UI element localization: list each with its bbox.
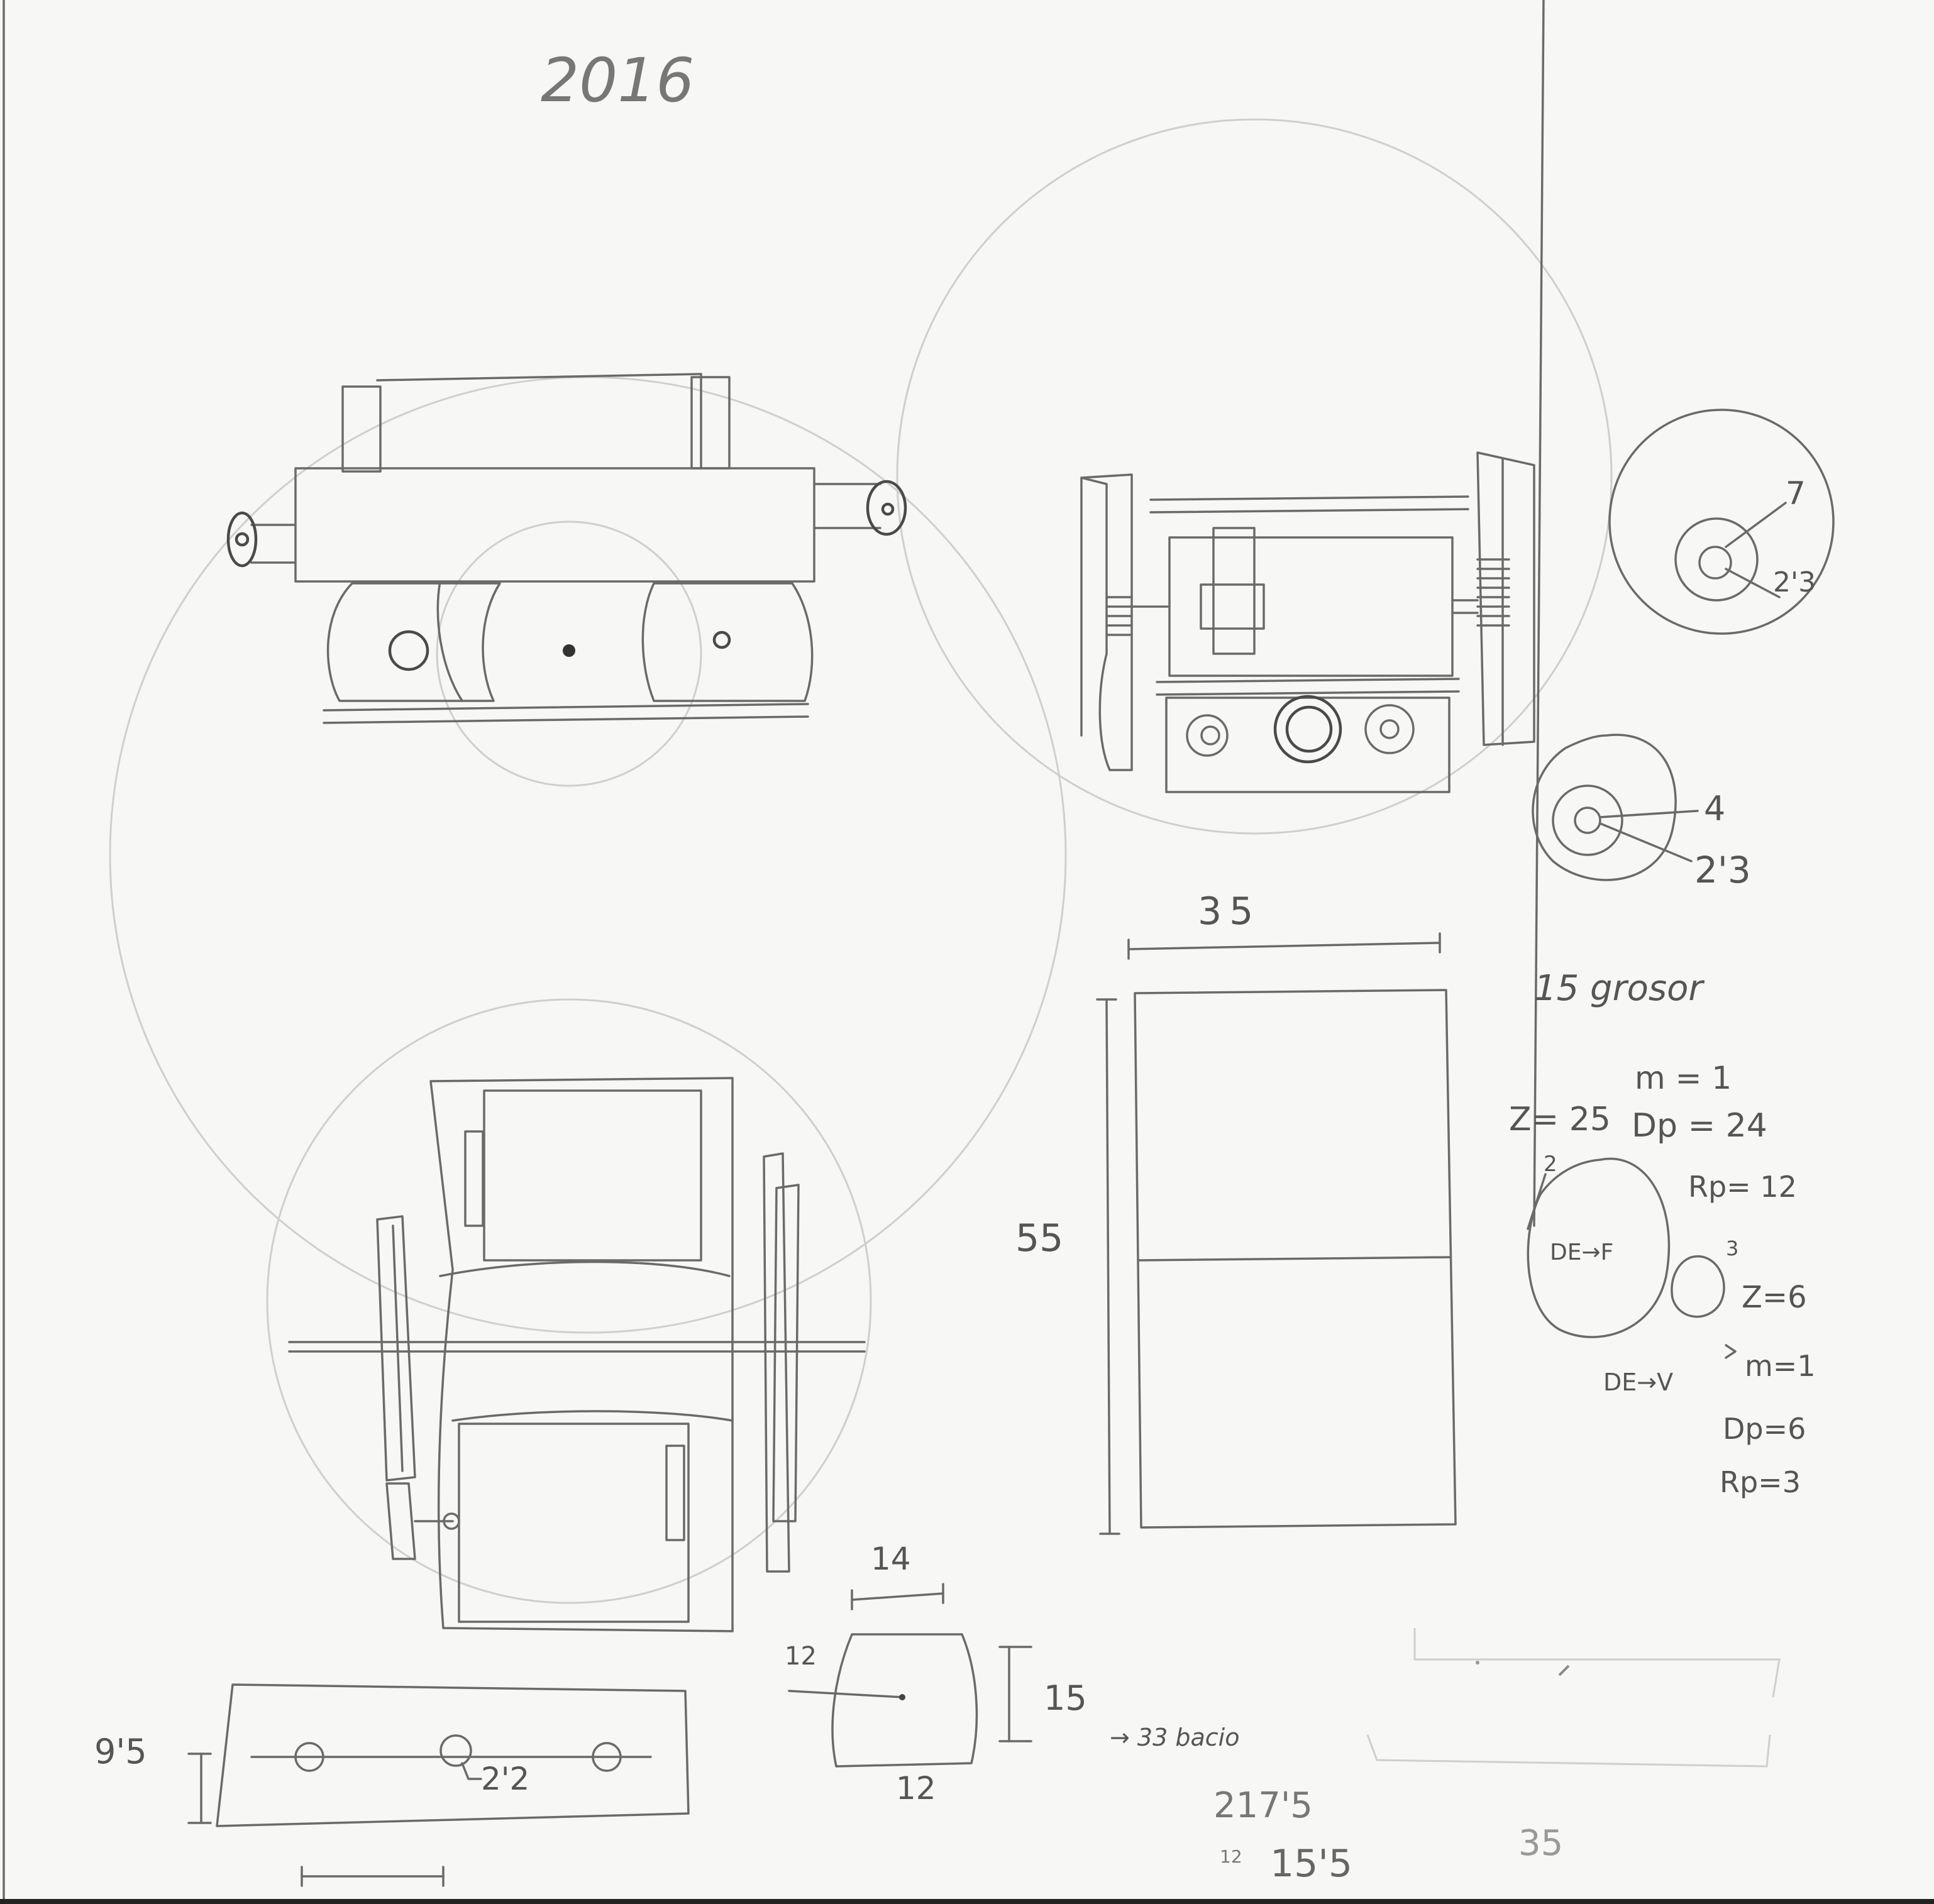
- wheel-note: → 33 bacio: [1110, 1724, 1240, 1751]
- plate-height-label: 55: [1015, 1216, 1064, 1260]
- side-view-sketch: [226, 373, 907, 724]
- gear-calc-m2: m=1: [1745, 1349, 1816, 1383]
- note-b: 12: [1220, 1846, 1242, 1867]
- construction-circle: [266, 998, 872, 1604]
- bar-drawing: [187, 1683, 690, 1887]
- thickness-note: 15 grosor: [1534, 968, 1703, 1009]
- front-view-sketch: [1080, 451, 1535, 793]
- gear-calc-de2: DE→V: [1603, 1368, 1674, 1396]
- gear-small-outer-label: 4: [1704, 789, 1726, 828]
- gear-calc-z1: Z= 25: [1509, 1101, 1611, 1138]
- gear-calc-m1: m = 1: [1635, 1060, 1732, 1096]
- block-right-label: 15: [1044, 1678, 1087, 1718]
- note-a: 217'5: [1213, 1785, 1313, 1826]
- gear-large-inner-label: 2'3: [1773, 566, 1816, 598]
- note-d: 35: [1518, 1823, 1564, 1864]
- plate-height-dimension-line: [1105, 998, 1111, 1535]
- gear-calc-z2: Z=6: [1742, 1280, 1807, 1315]
- faint-sketch: [1366, 1628, 1781, 1768]
- construction-circle: [436, 520, 702, 787]
- construction-circle: [896, 118, 1613, 835]
- bar-hole-label: 2'2: [481, 1761, 530, 1797]
- top-view-sketch: [288, 1077, 866, 1632]
- gear-calc-mark1: 2: [1544, 1152, 1557, 1177]
- gear-calc-mark2: 3: [1726, 1236, 1739, 1260]
- gear-calc-rp1: Rp= 12: [1688, 1170, 1797, 1204]
- plate-width-dimension-line: [1127, 942, 1441, 950]
- gear-calc-sketch: [1527, 0, 1737, 1359]
- gear-detail-small: [1532, 734, 1699, 881]
- block-left-label: 12: [785, 1642, 817, 1671]
- gear-calc-inner1: DE→F: [1550, 1240, 1614, 1265]
- plate-width-label: 35: [1198, 889, 1261, 933]
- block-bottom-label: 12: [896, 1770, 936, 1807]
- construction-circle: [109, 376, 1067, 1334]
- plate-drawing: [1096, 932, 1457, 1535]
- gear-calc-rp2: Rp=3: [1720, 1465, 1801, 1499]
- block-drawing: [788, 1583, 1032, 1768]
- note-c: 15'5: [1270, 1842, 1353, 1886]
- gear-small-inner-label: 2'3: [1694, 849, 1751, 891]
- gear-calc-dp1: Dp = 24: [1632, 1107, 1767, 1145]
- block-top-label: 14: [871, 1541, 911, 1577]
- gear-detail-large: [1608, 409, 1835, 635]
- year-label: 2016: [541, 45, 695, 116]
- bar-height-label: 9'5: [94, 1732, 147, 1771]
- gear-calc-dp2: Dp=6: [1723, 1412, 1806, 1446]
- gear-large-outer-label: 7: [1786, 475, 1806, 512]
